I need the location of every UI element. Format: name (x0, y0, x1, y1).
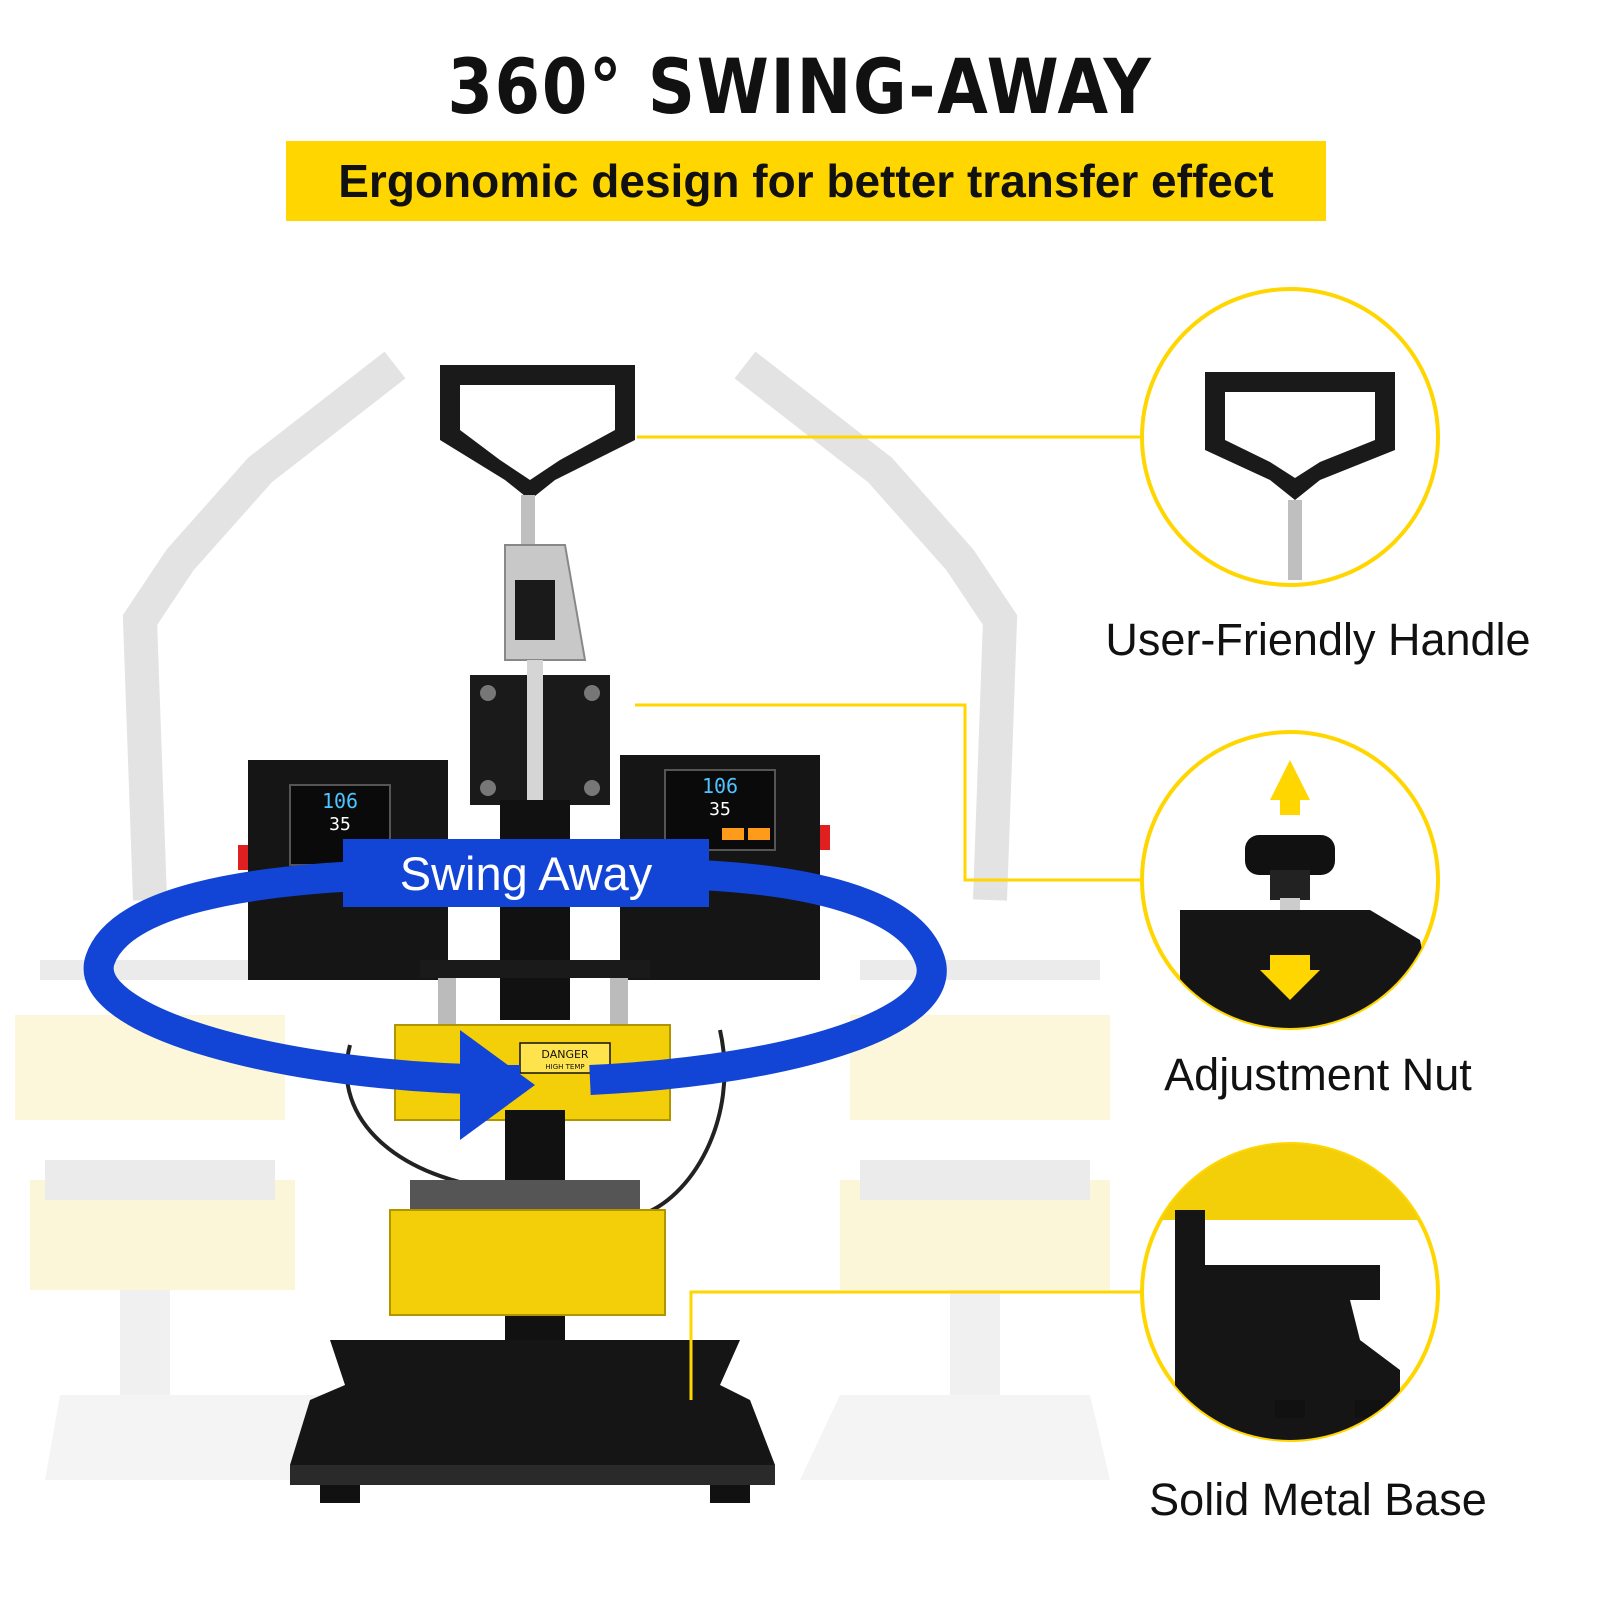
subtitle-text: Ergonomic design for better transfer eff… (338, 155, 1274, 207)
detail-circle-knob (1140, 730, 1440, 1030)
page-title: 360° SWING-AWAY (447, 42, 1153, 131)
display-pv-right: 106 (702, 774, 738, 798)
feature-caption-base: Solid Metal Base (1149, 1474, 1487, 1525)
callout-lines (635, 435, 1140, 1400)
subtitle-banner: Ergonomic design for better transfer eff… (286, 141, 1326, 221)
feature-caption-handle: User-Friendly Handle (1105, 614, 1531, 665)
press-linkage (470, 544, 610, 830)
display-sv-left: 35 (329, 814, 351, 835)
swing-away-label: Swing Away (343, 839, 709, 907)
ghost-press-right (734, 351, 1110, 1480)
warning-label: DANGER (541, 1048, 589, 1061)
swing-away-text: Swing Away (399, 846, 653, 900)
warning-text: HIGH TEMP (545, 1063, 584, 1071)
display-pv-left: 106 (322, 789, 358, 813)
feature-caption-nut: Adjustment Nut (1164, 1049, 1472, 1100)
press-base (290, 1340, 775, 1503)
display-sv-right: 35 (709, 799, 731, 820)
swing-arrow (83, 860, 947, 1140)
detail-circle-handle (1140, 287, 1440, 587)
detail-circle-base (1140, 1142, 1440, 1442)
